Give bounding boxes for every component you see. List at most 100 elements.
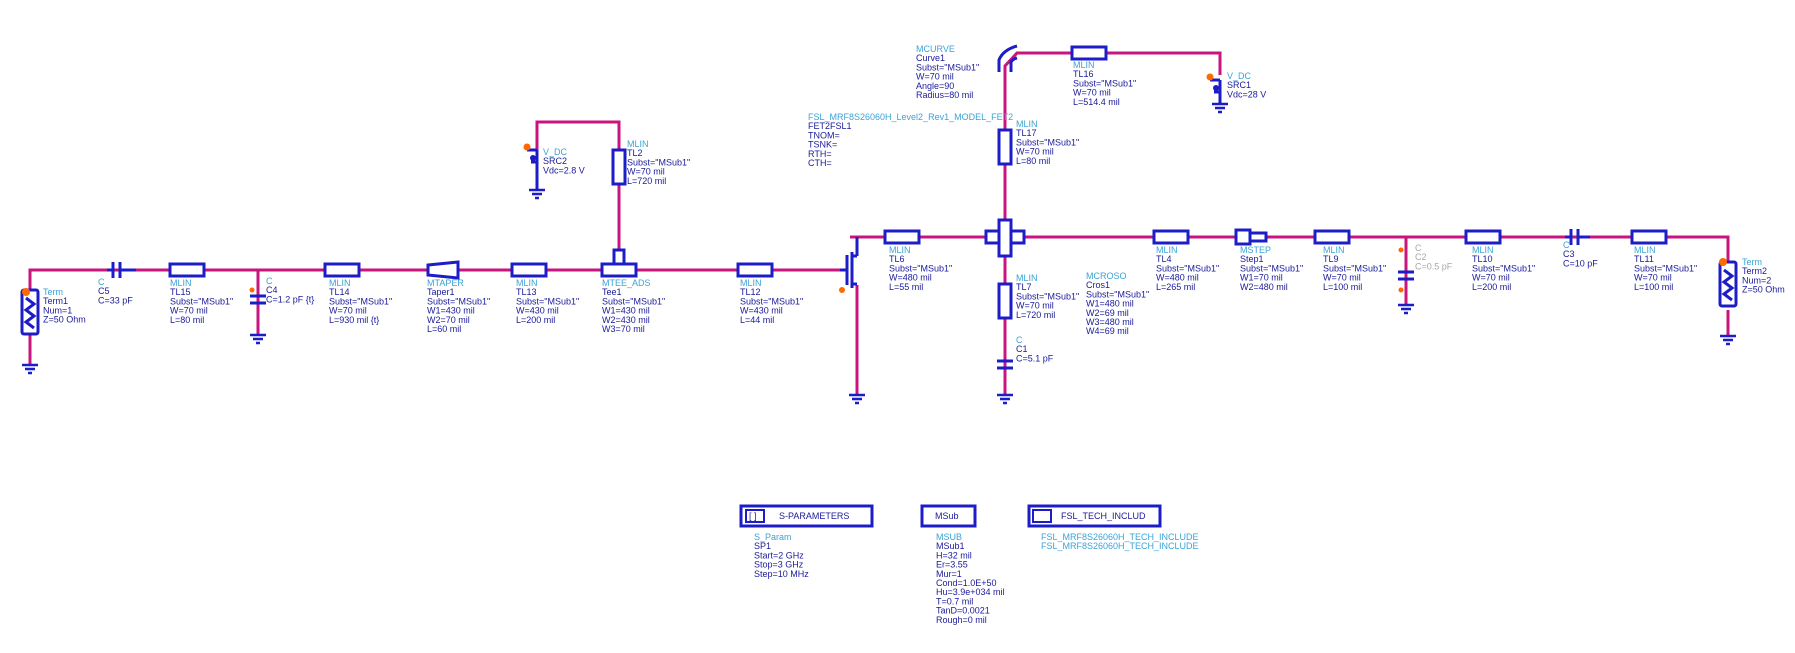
step1-symbol[interactable] (1234, 228, 1268, 246)
src1-symbol[interactable] (1206, 73, 1222, 105)
c5-label-line: C5 (98, 286, 110, 296)
cros1-label-line: Cros1 (1086, 280, 1110, 290)
tl11-label-line: TL11 (1634, 254, 1654, 264)
curve1-symbol[interactable] (997, 44, 1018, 72)
tl12-label-line: L=44 mil (740, 315, 774, 325)
term1-label-line: Term (43, 287, 63, 297)
tl9-label-line: W=70 mil (1323, 273, 1361, 283)
tl9-label-line: L=100 mil (1323, 282, 1362, 292)
c3-label-line: C=10 pF (1563, 258, 1598, 268)
term1-symbol[interactable] (20, 288, 40, 336)
fet-label-line: FET2FSL1 (808, 121, 852, 131)
tl15-label-line: L=80 mil (170, 315, 204, 325)
tl14-symbol[interactable] (323, 262, 361, 278)
c1-symbol[interactable] (997, 359, 1013, 370)
sparam-block[interactable]: [ ] S-PARAMETERS (739, 504, 874, 528)
tl16-label-line: W=70 mil (1073, 88, 1111, 98)
tee1-symbol[interactable] (600, 248, 638, 278)
tl4-label-line: L=265 mil (1156, 282, 1195, 292)
tl11-symbol[interactable] (1630, 229, 1668, 245)
src2-symbol[interactable] (523, 143, 539, 190)
step1-label-line: MSTEP (1240, 245, 1271, 255)
ground-symbol (1720, 334, 1736, 346)
tl4-symbol[interactable] (1152, 229, 1190, 245)
tl14-label-line: Subst="MSub1" (329, 296, 392, 306)
tl10-label-line: Subst="MSub1" (1472, 263, 1535, 273)
tl9-symbol[interactable] (1313, 229, 1351, 245)
sp1-label-line: Step=10 MHz (754, 569, 809, 579)
fet-symbol[interactable] (839, 237, 859, 293)
cros1-label-line: W1=480 mil (1086, 299, 1134, 309)
wire-drain-bias (1003, 51, 1222, 237)
taper1-symbol[interactable] (426, 260, 460, 280)
c5-label-line: C=33 pF (98, 295, 133, 305)
tl12-symbol[interactable] (736, 262, 774, 278)
tl13-symbol[interactable] (510, 262, 548, 278)
tl6-symbol[interactable] (883, 229, 921, 245)
wire-drain-line (850, 235, 1730, 262)
tl7-symbol[interactable] (997, 282, 1013, 320)
tl17-label-line: Subst="MSub1" (1016, 137, 1079, 147)
c2-label-line: C2 (1415, 252, 1427, 262)
tl9-label-line: Subst="MSub1" (1323, 263, 1386, 273)
cros1-label-line: W3=480 mil (1086, 317, 1134, 327)
c2-symbol[interactable] (1398, 247, 1414, 293)
tl9-label-line: MLIN (1323, 245, 1345, 255)
tl13-label-line: MLIN (516, 278, 538, 288)
tech-include-block[interactable]: FSL_TECH_INCLUD (1027, 504, 1162, 528)
c4-symbol[interactable] (249, 287, 267, 305)
tl13-label-line: L=200 mil (516, 315, 555, 325)
tl2-symbol[interactable] (611, 148, 627, 186)
tl6-label-line: W=480 mil (889, 273, 932, 283)
tl14-label-line: W=70 mil (329, 306, 367, 316)
src2-label-line: Vdc=2.8 V (543, 165, 585, 175)
taper1-label-line: Taper1 (427, 287, 455, 297)
step1-label-line: W2=480 mil (1240, 282, 1288, 292)
tl14-label-line: TL14 (329, 287, 350, 297)
curve1-label-line: Angle=90 (916, 81, 954, 91)
cros1-label-line: W2=69 mil (1086, 308, 1129, 318)
tee1-label-line: W3=70 mil (602, 324, 645, 334)
tl17-symbol[interactable] (997, 128, 1013, 166)
c5-symbol[interactable] (107, 262, 136, 278)
sp1-label-line: Stop=3 GHz (754, 560, 804, 570)
tl4-label-line: Subst="MSub1" (1156, 263, 1219, 273)
tl2-label-line: TL2 (627, 148, 643, 158)
taper1-label-line: Subst="MSub1" (427, 296, 490, 306)
term2-symbol[interactable] (1718, 258, 1738, 308)
tl6-label-line: TL6 (889, 254, 905, 264)
sp1-label-line: S_Param (754, 532, 792, 542)
tl9-label-line: TL9 (1323, 254, 1339, 264)
tl15-symbol[interactable] (168, 262, 206, 278)
tech-include-title: FSL_TECH_INCLUD (1061, 511, 1146, 521)
c2-label-line: C=0.5 pF (1415, 261, 1453, 271)
msub-title: MSub (935, 511, 959, 521)
tl16-symbol[interactable] (1070, 45, 1108, 61)
ground-symbol (997, 393, 1013, 405)
c3-symbol[interactable] (1565, 229, 1590, 245)
tl4-label-line: MLIN (1156, 245, 1178, 255)
techinc-label-line: FSL_MRF8S26060H_TECH_INCLUDE (1041, 532, 1199, 542)
tl10-label-line: L=200 mil (1472, 282, 1511, 292)
taper1-label-line: W1=430 mil (427, 306, 475, 316)
cros1-symbol[interactable] (984, 218, 1026, 258)
tl7-label-line: Subst="MSub1" (1016, 291, 1079, 301)
msub-block[interactable]: MSub (920, 504, 977, 528)
tl12-label-line: TL12 (740, 287, 761, 297)
curve1-label-line: W=70 mil (916, 72, 954, 82)
c4-label-line: C4 (266, 285, 278, 295)
tl10-symbol[interactable] (1464, 229, 1502, 245)
msub1-label-line: T=0.7 mil (936, 596, 973, 606)
